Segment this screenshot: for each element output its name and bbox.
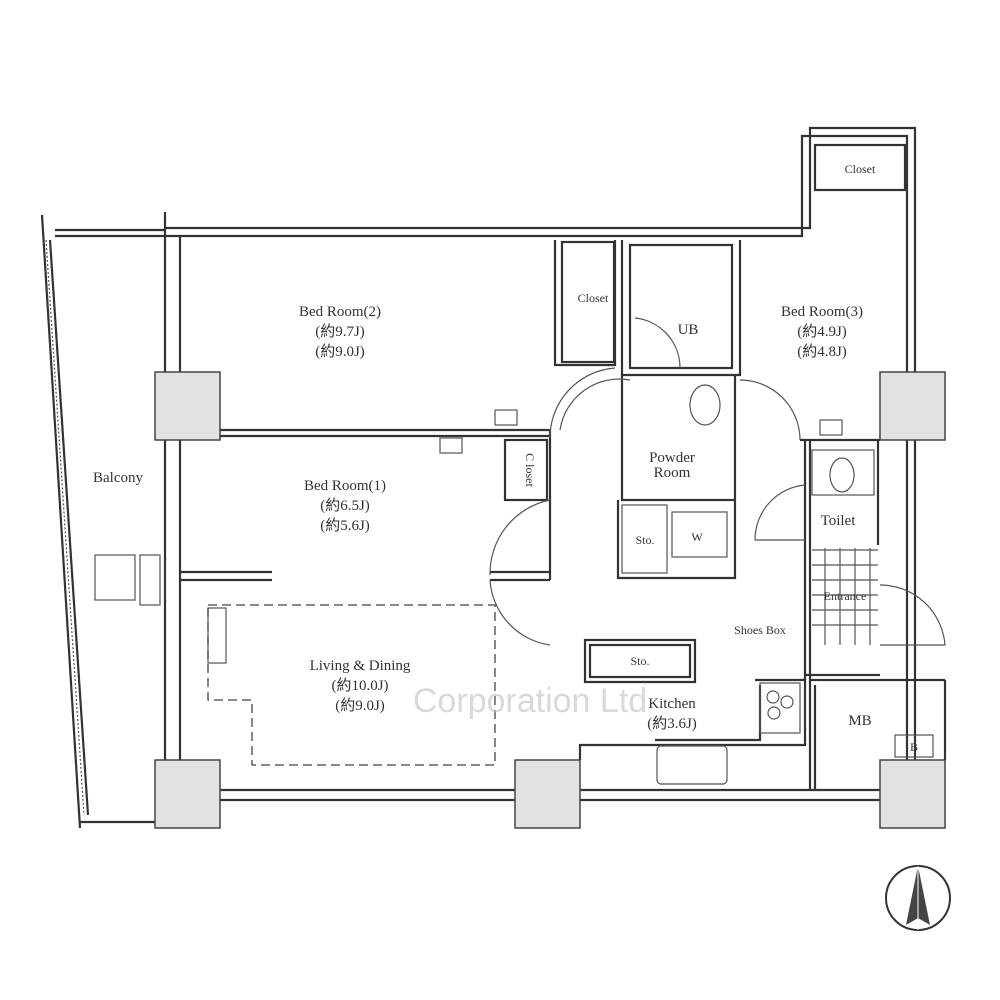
toilet-label: Toilet [821, 513, 857, 529]
bed-room-2-area-2: (約9.0J) [315, 343, 365, 360]
bed-room-1-area-1: (約6.5J) [320, 497, 370, 514]
living-dining-boundary [207, 604, 496, 766]
living-dining-area-1: (約10.0J) [331, 677, 388, 694]
entrance-label: Entrance [824, 589, 867, 603]
fixtures [94, 384, 934, 785]
b-label: B [910, 740, 918, 754]
bed-room-3-area-2: (約4.8J) [797, 343, 847, 360]
bed-room-1-area-2: (約5.6J) [320, 517, 370, 534]
living-dining-area-2: (約9.0J) [335, 697, 385, 714]
closet-bed-2-label: Closet [578, 291, 609, 305]
door-swings [489, 317, 946, 646]
bed-room-1-label: Bed Room(1) [304, 478, 386, 494]
balcony-label: Balcony [93, 470, 143, 486]
interior-walls [180, 143, 945, 790]
outer-walls [154, 126, 947, 829]
bed-room-2-label: Bed Room(2) [299, 304, 381, 320]
watermark: Corporation Ltd [413, 682, 647, 720]
balcony-area [40, 214, 165, 829]
shoes-box-label: Shoes Box [734, 623, 786, 637]
unit-bath-label: UB [678, 322, 699, 338]
hall-storage-label: Sto. [630, 654, 649, 668]
closet-bed-3-label: Closet [845, 162, 876, 176]
living-dining-label: Living & Dining [310, 658, 411, 674]
closet-bed-1-label: C loset [523, 453, 537, 487]
washer-label: W [691, 530, 703, 544]
bed-room-3-label: Bed Room(3) [781, 304, 863, 320]
mb-label: MB [848, 713, 871, 729]
north-arrow-icon [885, 865, 951, 931]
bed-room-2-area-1: (約9.7J) [315, 323, 365, 340]
powder-room-label-1: Powder [649, 450, 695, 466]
kitchen-label: Kitchen [648, 696, 696, 712]
bed-room-3-area-1: (約4.9J) [797, 323, 847, 340]
powder-storage-label: Sto. [635, 533, 654, 547]
kitchen-area: (約3.6J) [647, 715, 697, 732]
powder-room-label-2: Room [654, 465, 691, 481]
